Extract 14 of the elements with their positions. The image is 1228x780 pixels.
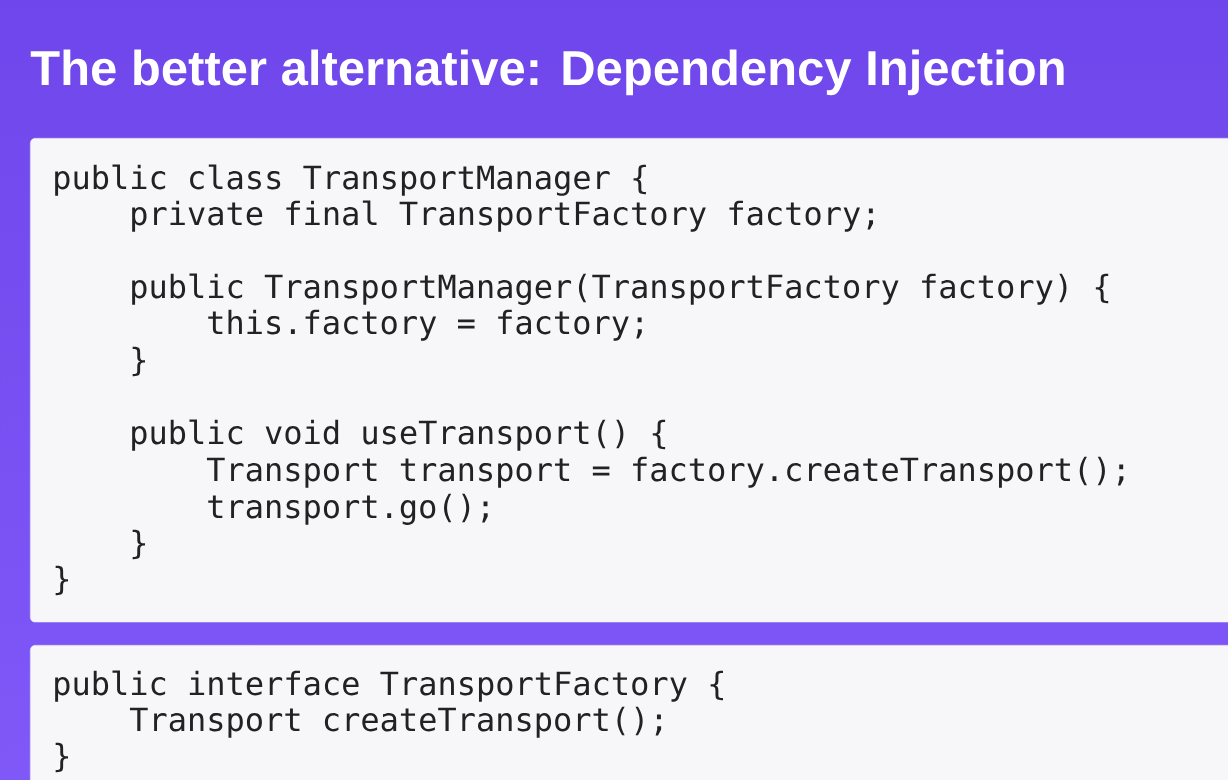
code-line: public void useTransport() {: [132, 419, 666, 451]
code-line: }: [132, 529, 145, 560]
code-line: public class TransportManager {: [55, 164, 646, 196]
code-line: }: [55, 742, 68, 773]
code-line: public interface TransportFactory {: [55, 670, 723, 702]
code-line: Transport transport = factory.createTransport();: [206, 456, 1124, 488]
code-line: }: [55, 565, 68, 596]
code-line: public TransportManager(TransportFactory factory) {: [132, 273, 1109, 305]
slide-title: The better alternative: Dependency Injection: [30, 49, 1064, 96]
code-line: }: [132, 346, 145, 377]
code-line: private final TransportFactory factory;: [132, 200, 873, 232]
code-line: Transport createTransport();: [129, 706, 662, 738]
code-line: this.factory = factory;: [208, 309, 642, 341]
code-line: transport.go();: [208, 493, 488, 525]
